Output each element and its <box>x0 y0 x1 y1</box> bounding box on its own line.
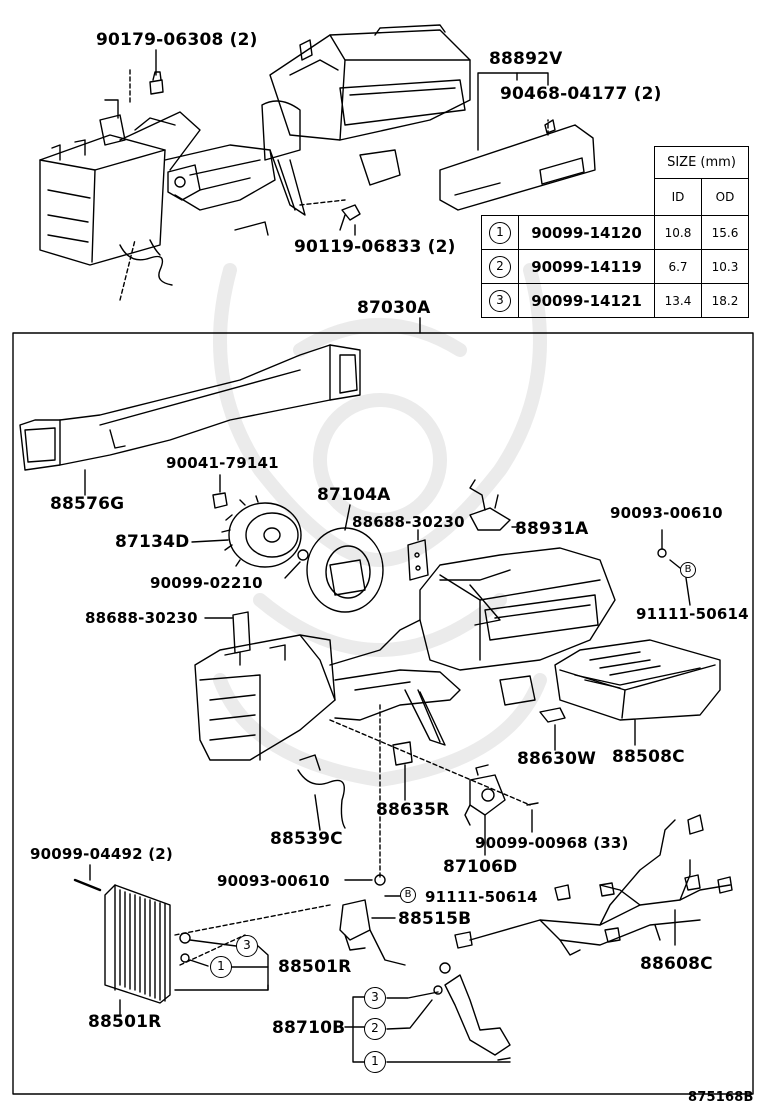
screw-90119-part <box>339 204 361 231</box>
size-table-od: 10.3 <box>701 249 749 284</box>
size-table-row: 2 90099-14119 6.7 10.3 <box>481 249 749 284</box>
callout-circle-2-pipe: 2 <box>364 1018 386 1040</box>
bracket-88688-right-part <box>407 539 429 581</box>
label-90099-00968: 90099-00968 (33) <box>475 834 629 852</box>
label-87134d: 87134D <box>115 532 190 552</box>
sensor-88635r-part <box>392 741 413 766</box>
pipe-88710b-part <box>433 962 511 1061</box>
size-table-header-row: ID OD <box>482 178 749 216</box>
top-heater-assembly <box>39 24 549 301</box>
size-table-part: 90099-14120 <box>518 215 655 250</box>
clip-90179-part <box>149 71 164 95</box>
callout-b-upper: B <box>680 562 696 578</box>
evaporator-88501r-part <box>104 884 171 1004</box>
size-table-part: 90099-14121 <box>518 283 655 318</box>
cover-88892v-part <box>439 119 596 211</box>
label-90041-79141: 90041-79141 <box>166 454 279 472</box>
label-87104a: 87104A <box>317 485 391 505</box>
label-88508c: 88508C <box>612 747 685 767</box>
duct-88576g-part <box>19 344 361 471</box>
label-88688-30230-left: 88688-30230 <box>85 609 198 627</box>
wire-harness-88608c-part <box>454 814 733 956</box>
label-87030a: 87030A <box>357 298 431 318</box>
resistor-88931a-part <box>469 479 511 531</box>
assembly-87030a-box <box>12 332 754 1095</box>
size-table-row: 1 90099-14120 10.8 15.6 <box>481 215 749 250</box>
bracket-88688-left-part <box>232 611 251 654</box>
label-88931a: 88931A <box>515 519 589 539</box>
size-table-index: 3 <box>481 283 519 318</box>
callout-circle-3-pipe: 3 <box>364 987 386 1009</box>
label-88892v: 88892V <box>489 49 563 69</box>
size-table-title: SIZE (mm) <box>654 146 749 179</box>
size-table-od: 15.6 <box>701 215 749 250</box>
size-table-od: 18.2 <box>701 283 749 318</box>
size-table-part: 90099-14119 <box>518 249 655 284</box>
label-90093-00610-upper: 90093-00610 <box>610 504 723 522</box>
label-91111-50614-lower: 91111-50614 <box>425 888 538 906</box>
label-88688-30230-right: 88688-30230 <box>352 513 465 531</box>
label-88635r: 88635R <box>376 800 450 820</box>
callout-circle-3-evap: 3 <box>236 935 258 957</box>
callout-circle-1-evap: 1 <box>210 956 232 978</box>
size-table-title-row: SIZE (mm) <box>482 146 749 179</box>
valve-88515b-part <box>339 899 406 966</box>
label-88576g: 88576G <box>50 494 125 514</box>
label-88539c: 88539C <box>270 829 343 849</box>
reference-number: 875168B <box>688 1090 754 1105</box>
label-90093-00610-lower: 90093-00610 <box>217 872 330 890</box>
hose-size-table: SIZE (mm) ID OD 1 90099-14120 10.8 15.6 … <box>481 146 749 318</box>
size-table-id: 13.4 <box>654 283 702 318</box>
label-88608c: 88608C <box>640 954 713 974</box>
actuator-87106d-part <box>464 764 506 826</box>
label-90468-04177: 90468-04177 (2) <box>500 84 662 104</box>
size-table-col-id: ID <box>654 178 702 216</box>
label-90099-02210: 90099-02210 <box>150 574 263 592</box>
size-table-col-od: OD <box>701 178 749 216</box>
label-90179-06308: 90179-06308 (2) <box>96 30 258 50</box>
label-87106d: 87106D <box>443 857 518 877</box>
part-88630w-part <box>539 707 566 723</box>
callout-circle-1-pipe: 1 <box>364 1051 386 1073</box>
size-table-row: 3 90099-14121 13.4 18.2 <box>481 283 749 318</box>
size-table-id: 10.8 <box>654 215 702 250</box>
label-91111-50614-upper: 91111-50614 <box>636 605 749 623</box>
blower-motor-87104a-part <box>306 504 384 613</box>
filter-88508c-part <box>554 639 721 721</box>
washer-90099-02210-part <box>297 549 309 561</box>
callout-b-lower: B <box>400 887 416 903</box>
fan-87134d-part <box>221 495 302 568</box>
label-90119-06833: 90119-06833 (2) <box>294 237 456 257</box>
blower-case-main-part <box>329 547 616 671</box>
label-88501r-evap: 88501R <box>278 957 352 977</box>
label-88501r: 88501R <box>88 1012 162 1032</box>
label-90099-04492: 90099-04492 (2) <box>30 845 173 863</box>
size-table-index: 2 <box>481 249 519 284</box>
label-88710b: 88710B <box>272 1018 346 1038</box>
label-88630w: 88630W <box>517 749 597 769</box>
size-table-index: 1 <box>481 215 519 250</box>
nut-90041-part <box>212 492 228 509</box>
label-88515b: 88515B <box>398 909 472 929</box>
size-table-id: 6.7 <box>654 249 702 284</box>
washer-90093-upper-part <box>657 548 667 558</box>
heater-unit-main-part <box>194 634 536 829</box>
